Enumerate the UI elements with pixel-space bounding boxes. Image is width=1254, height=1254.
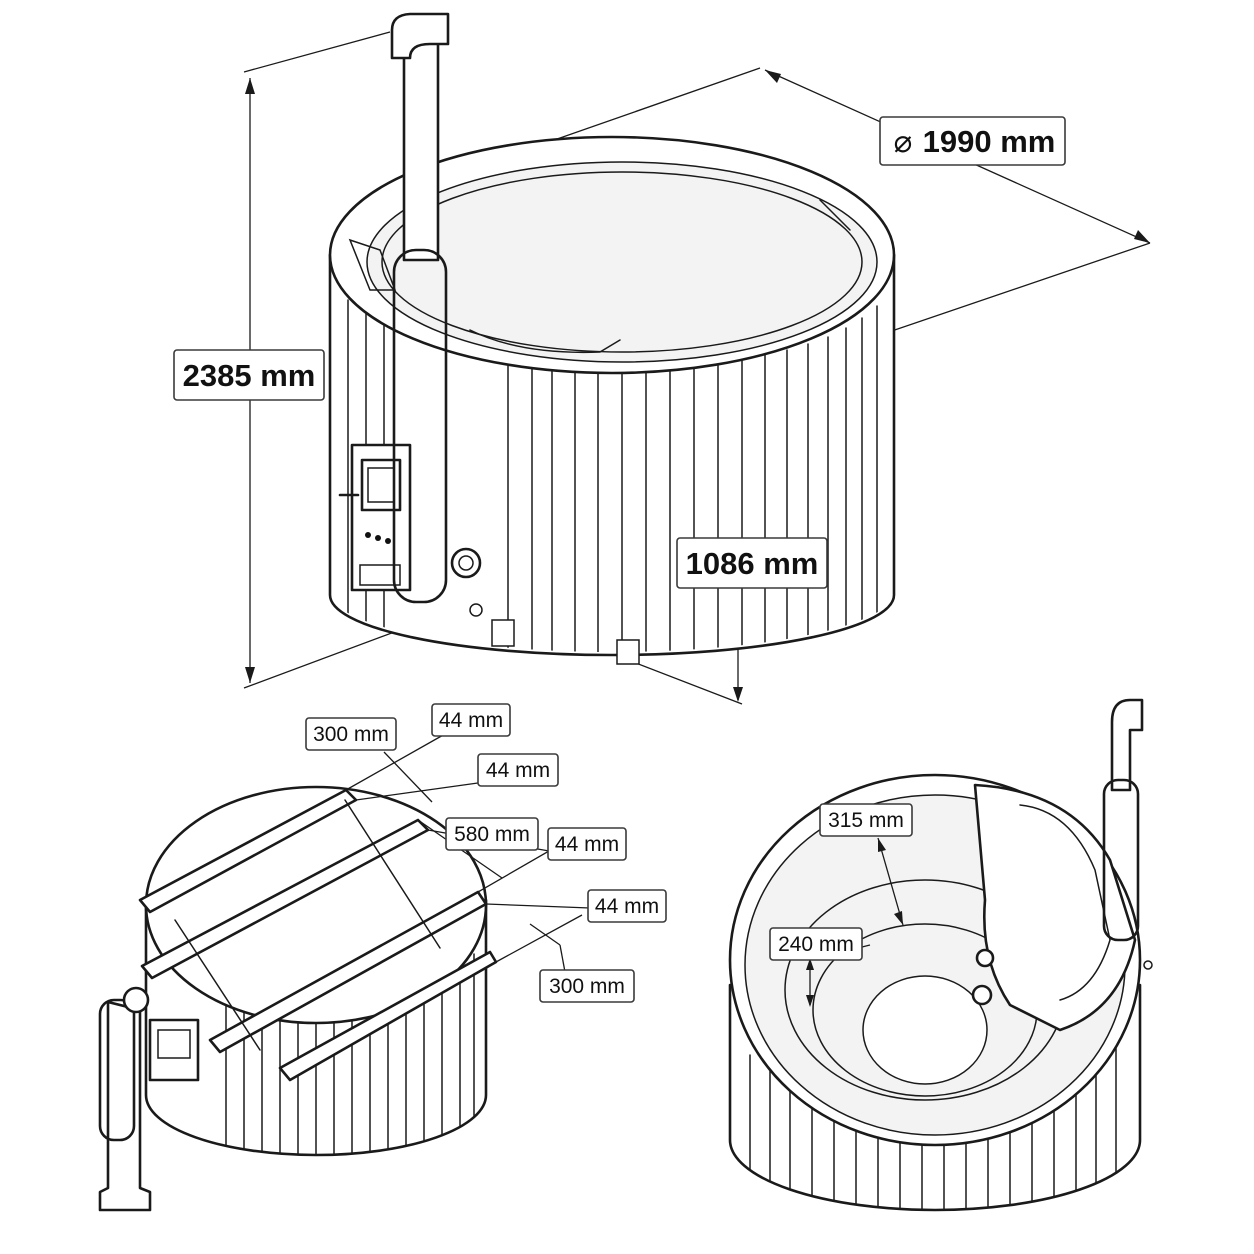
tub-interior (366, 161, 878, 363)
lid-stove-door-icon (148, 1018, 200, 1082)
lid-outer-left-value: 300 mm (313, 723, 389, 746)
spa-floor (862, 975, 988, 1085)
diameter-symbol-icon: ⌀ (894, 124, 913, 159)
seat-depth-value: 315 mm (828, 809, 904, 832)
label-diameter: ⌀ 1990 mm (879, 116, 1066, 166)
label-lid-outer-right: 300 mm (539, 969, 635, 1003)
spa-outlet (971, 984, 993, 1006)
seat-height-value: 240 mm (778, 933, 854, 956)
total-height-value: 2385 mm (183, 358, 316, 393)
hot-tub-lid-view (98, 785, 498, 1212)
hot-tub-interior-view (728, 698, 1153, 1212)
label-lid-strip-1: 44 mm (431, 703, 511, 737)
tub-height-value: 1086 mm (686, 546, 819, 581)
lid-strip-1-value: 44 mm (439, 709, 503, 732)
lid-chimney-pipe (98, 1000, 152, 1212)
label-lid-strip-3: 44 mm (547, 827, 627, 861)
tub-foot (616, 639, 640, 665)
label-seat-depth: 315 mm (819, 803, 913, 837)
label-total-height: 2385 mm (173, 349, 325, 401)
spa-inlet (975, 948, 995, 968)
lid-chimney-insulation (98, 998, 136, 1142)
label-lid-outer-left: 300 mm (305, 717, 397, 751)
label-lid-strip-2: 44 mm (477, 753, 559, 787)
stove (338, 443, 412, 592)
lid-strip-2-value: 44 mm (486, 759, 550, 782)
lid-middle-value: 580 mm (454, 823, 530, 846)
tub-foot (491, 619, 515, 647)
chimney-icon (390, 12, 483, 617)
diameter-value: 1990 mm (923, 124, 1056, 159)
lid-strip-4-value: 44 mm (595, 895, 659, 918)
chimney-insulation (392, 248, 448, 604)
label-seat-height: 240 mm (769, 927, 863, 961)
label-tub-height: 1086 mm (676, 537, 828, 589)
spa-dimension-lines (806, 837, 904, 1007)
lid-outer-right-value: 300 mm (549, 975, 625, 998)
water-connection (450, 547, 482, 579)
spa-chimney-insulation (1102, 778, 1140, 942)
label-lid-middle: 580 mm (445, 817, 539, 851)
lid-strip-3-value: 44 mm (555, 833, 619, 856)
label-lid-strip-4: 44 mm (587, 889, 667, 923)
spa-chimney-cap (1110, 698, 1144, 792)
